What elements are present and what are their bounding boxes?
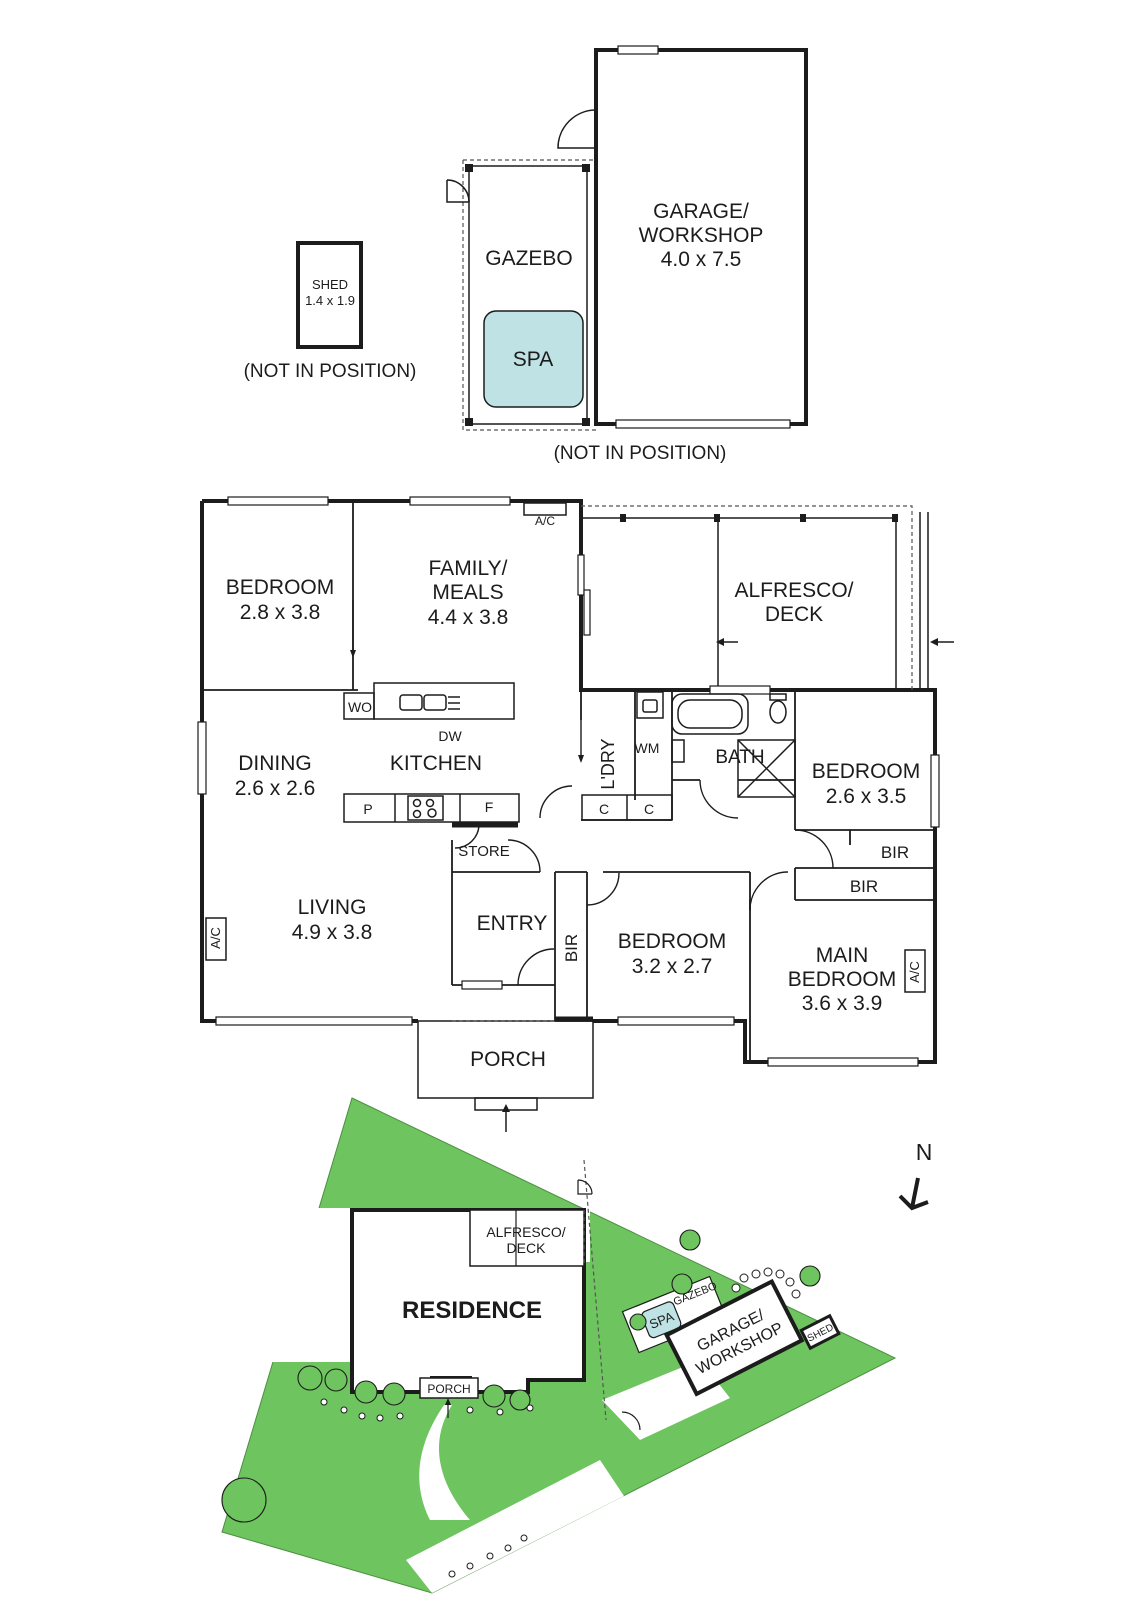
alfresco-label-line1: ALFRESCO/	[734, 579, 853, 602]
north-label: N	[916, 1139, 933, 1165]
bath-label: BATH	[715, 747, 764, 768]
kitchen-label: KITCHEN	[390, 752, 482, 775]
north-arrow-icon	[898, 1177, 929, 1211]
outbuildings-not-in-position-note: (NOT IN POSITION)	[554, 443, 727, 464]
bedroom-e-size: 2.6 x 3.5	[826, 785, 907, 808]
ac-label-family: A/C	[535, 514, 555, 528]
spa-tub	[483, 310, 584, 408]
alfresco-label-line2: DECK	[765, 603, 823, 626]
site-residence-label: RESIDENCE	[402, 1297, 542, 1324]
bir-label-e2: BIR	[850, 877, 878, 896]
laundry-label: L'DRY	[598, 738, 618, 789]
main-bedroom-label-line1: MAIN	[816, 944, 869, 967]
wall-oven-label: WO	[348, 699, 372, 715]
shed-label: SHED	[312, 277, 348, 292]
dishwasher-label: DW	[438, 728, 462, 744]
main-bedroom-label-line2: BEDROOM	[788, 968, 897, 991]
bedroom-e-label: BEDROOM	[812, 760, 921, 783]
dining-size: 2.6 x 2.6	[235, 777, 316, 800]
family-label-line1: FAMILY/	[429, 557, 508, 580]
shed-not-in-position-note: (NOT IN POSITION)	[244, 361, 417, 382]
family-label-line2: MEALS	[432, 581, 503, 604]
bir-label-e1: BIR	[881, 843, 909, 862]
spa-label: SPA	[513, 348, 553, 371]
outbuildings: SHED 1.4 x 1.9 (NOT IN POSITION) GAZEBO …	[244, 45, 808, 464]
bir-label-s: BIR	[562, 934, 581, 962]
gazebo-outline	[468, 165, 588, 425]
house-floor-plan: BEDROOM 2.8 x 3.8 FAMILY/ MEALS 4.4 x 3.…	[197, 496, 954, 1132]
bedroom-s-size: 3.2 x 2.7	[632, 955, 713, 978]
site-porch-label: PORCH	[427, 1382, 470, 1396]
dining-label: DINING	[238, 752, 312, 775]
living-size: 4.9 x 3.8	[292, 921, 373, 944]
site-plan: N ALFRESCO/ DECK RESIDENCE PORCH SPA GAZ…	[221, 1097, 933, 1594]
bedroom-nw-label: BEDROOM	[226, 576, 335, 599]
cupboard-label-2: C	[644, 801, 654, 817]
site-alfresco-line2: DECK	[507, 1240, 547, 1256]
washing-machine-label: WM	[635, 740, 660, 756]
family-size: 4.4 x 3.8	[428, 606, 509, 629]
bedroom-nw-size: 2.8 x 3.8	[240, 601, 321, 624]
shed-outline	[296, 241, 363, 349]
fridge-label: F	[485, 799, 494, 815]
pantry-label: P	[363, 801, 372, 817]
porch-label: PORCH	[470, 1048, 546, 1071]
shed-size: 1.4 x 1.9	[305, 293, 355, 308]
living-label: LIVING	[298, 896, 367, 919]
cupboard-label-1: C	[599, 801, 609, 817]
store-label: STORE	[458, 843, 509, 860]
garage-label-line1: GARAGE/	[653, 200, 749, 223]
ac-label-main-bedroom: A/C	[907, 961, 922, 983]
bedroom-s-label: BEDROOM	[618, 930, 727, 953]
site-alfresco-line1: ALFRESCO/	[486, 1224, 565, 1240]
garage-label-line2: WORKSHOP	[639, 224, 764, 247]
garage-size: 4.0 x 7.5	[661, 248, 742, 271]
gazebo-label: GAZEBO	[485, 247, 573, 270]
entry-label: ENTRY	[477, 912, 548, 935]
ac-label-living: A/C	[208, 927, 223, 949]
main-bedroom-size: 3.6 x 3.9	[802, 992, 883, 1015]
